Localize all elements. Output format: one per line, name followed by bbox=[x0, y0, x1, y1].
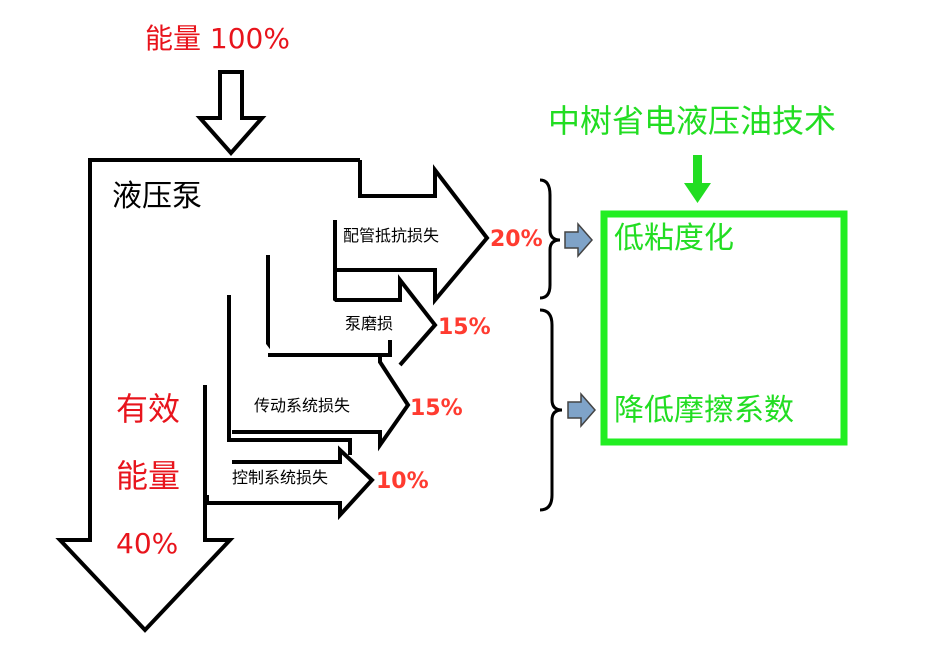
main-flow-outline bbox=[55, 158, 360, 633]
loss-label-3: 传动系统损失 bbox=[254, 396, 351, 415]
green-down-arrow-shaft bbox=[693, 155, 702, 185]
loss-arrow-1 bbox=[333, 160, 490, 306]
loss-percent-2: 15% bbox=[438, 315, 491, 340]
green-down-arrow-head bbox=[684, 183, 711, 203]
loss-percent-1: 20% bbox=[490, 227, 543, 252]
technology-title: 中树省电液压油技术 bbox=[548, 102, 837, 140]
input-arrow bbox=[195, 70, 267, 157]
pump-label: 液压泵 bbox=[112, 179, 202, 214]
loss-percent-3: 15% bbox=[410, 396, 463, 421]
brace-bottom bbox=[539, 308, 563, 512]
loss-label-2: 泵磨损 bbox=[345, 314, 394, 333]
effective-energy-line1: 有效 bbox=[116, 390, 181, 428]
input-energy-label: 能量 100% bbox=[145, 22, 290, 55]
solution-box bbox=[600, 210, 848, 446]
loss-label-1: 配管抵抗损失 bbox=[343, 226, 440, 245]
brace-top bbox=[539, 178, 561, 300]
loss-arrow-3 bbox=[227, 295, 352, 455]
solution-reduce-friction: 降低摩擦系数 bbox=[614, 393, 794, 428]
connector-arrow-top bbox=[564, 222, 593, 258]
effective-energy-percent: 40% bbox=[116, 527, 179, 560]
loss-percent-4: 10% bbox=[376, 469, 429, 494]
loss-arrow-4 bbox=[205, 445, 375, 521]
solution-low-viscosity: 低粘度化 bbox=[614, 221, 734, 256]
loss-label-4: 控制系统损失 bbox=[232, 468, 329, 487]
connector-arrow-bottom bbox=[567, 392, 596, 428]
effective-energy-line2: 能量 bbox=[116, 457, 181, 495]
